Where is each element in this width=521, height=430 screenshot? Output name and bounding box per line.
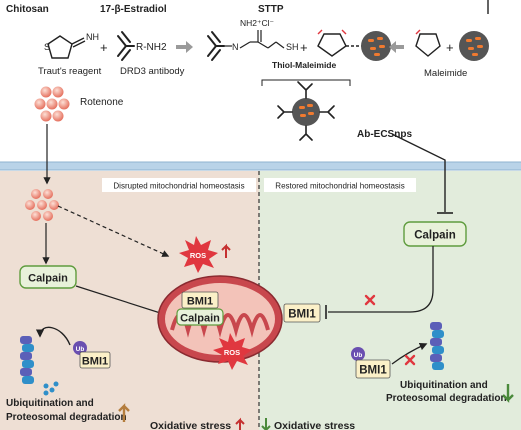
ubiquitination-right-line1: Ubiquitination and [400, 380, 488, 391]
nanoparticle-icon [361, 31, 391, 61]
ab-ecsnps-label: Ab-ECSnps [357, 129, 412, 140]
block-x-icon-1 [364, 294, 376, 306]
bmi1-label-right-lower: BMI1 [359, 365, 387, 377]
degradation-decrease-arrow [502, 384, 514, 403]
sttp-label: STTP [258, 4, 284, 15]
calpain-label-right: Calpain [414, 230, 456, 242]
proteasome-icon-left [20, 336, 59, 396]
calpain-box-right [403, 221, 467, 247]
bmi1-box-left [79, 351, 111, 369]
linker-chain [224, 30, 285, 49]
maleimide-icon [415, 29, 441, 57]
plus-sign-3: + [446, 40, 454, 55]
estradiol-label: 17-β-Estradiol [100, 4, 167, 15]
proteasome-icon-right [430, 322, 444, 370]
trauts-reagent-structure [47, 35, 86, 59]
rotenone-label: Rotenone [80, 97, 124, 108]
bmi1-label-left: BMI1 [82, 356, 108, 368]
plus-sign-2: + [300, 40, 308, 55]
degradation-increase-arrow [118, 403, 130, 422]
ab-ecsnps-inhibition-line [391, 133, 446, 212]
thiol-maleimide-label: Thiol-Maleimide [272, 60, 337, 70]
bmi1-to-proteasome-arrow [391, 342, 428, 365]
right-panel-title: Restored mitochondrial homeostasis [275, 182, 404, 191]
ros-increase-arrow [221, 243, 231, 258]
oxidative-stress-right: Oxidative stress [274, 420, 355, 430]
ubiquitination-left-line1: Ubiquitination and [6, 398, 94, 409]
maleimide-ring-icon [317, 29, 362, 57]
ros-burst-mito [213, 333, 252, 370]
maleimide-label: Maleimide [424, 68, 467, 79]
bmi1-label-mito: BMI1 [187, 296, 213, 308]
oxidative-stress-left: Oxidative stress [150, 420, 231, 430]
oxidative-stress-down-arrow [261, 418, 271, 430]
ros-label-mito: ROS [224, 348, 240, 357]
plus-sign-1: + [100, 40, 108, 55]
drd3-antibody-label: DRD3 antibody [120, 66, 185, 77]
ub-label-left: Ub [76, 346, 85, 353]
ubiquitination-right-line2: Proteosomal degradation [386, 393, 507, 404]
calpain-box-left [19, 265, 77, 289]
ub-label-right: Ub [354, 352, 363, 359]
bmi1-label-right: BMI1 [288, 309, 316, 321]
calpain-label-mito: Calpain [180, 313, 220, 325]
ammonium-label: NH2⁺Cl⁻ [240, 18, 275, 28]
nanoparticle-icon-2 [459, 31, 489, 61]
thiol-maleimide-bracket [261, 79, 351, 86]
bmi1-box-right-lower [355, 359, 391, 379]
reaction-arrow-right [176, 41, 193, 53]
bmi1-degradation-arrow-left [35, 326, 71, 346]
left-panel-title: Disrupted mitochondrial homeostasis [113, 182, 244, 191]
calpain-to-bmi1-blocked-line [328, 246, 434, 313]
top-area [0, 0, 521, 165]
amine-label: R-NH2 [136, 42, 167, 53]
nitrogen-atom: N [232, 42, 239, 52]
left-title-box [102, 178, 256, 192]
right-title-box [264, 178, 416, 192]
reaction-arrow-left [389, 41, 404, 53]
right-panel [259, 171, 521, 430]
calpain-box-mito [176, 308, 224, 326]
ab-ecsnps-icon [277, 81, 335, 141]
antibody-icon [117, 31, 135, 61]
block-x-icon-2 [404, 354, 416, 366]
ros-burst-top [179, 236, 218, 273]
bmi1-box-right [283, 303, 321, 323]
ubiquitin-icon-right [351, 347, 365, 361]
ros-label-top: ROS [190, 251, 206, 260]
ubiquitination-left-line2: Proteosomal degradation [6, 412, 127, 423]
thiol-label: SH [286, 42, 299, 52]
rotenone-cluster [34, 86, 70, 122]
ubiquitin-icon-left [73, 341, 87, 355]
oxidative-stress-up-arrow [235, 417, 245, 430]
rotenone-to-ros-arrow [57, 205, 170, 257]
thiolated-antibody-icon [207, 31, 225, 61]
calpain-label-left: Calpain [28, 273, 68, 285]
imine-label: NH [86, 32, 99, 42]
cell-membrane [0, 162, 521, 170]
rotenone-cluster-inside [25, 189, 59, 221]
trauts-reagent-label: Traut's reagent [38, 66, 102, 77]
chitosan-label: Chitosan [6, 4, 49, 15]
sulfur-atom: S [44, 42, 50, 52]
bmi1-box-mito [181, 291, 219, 309]
